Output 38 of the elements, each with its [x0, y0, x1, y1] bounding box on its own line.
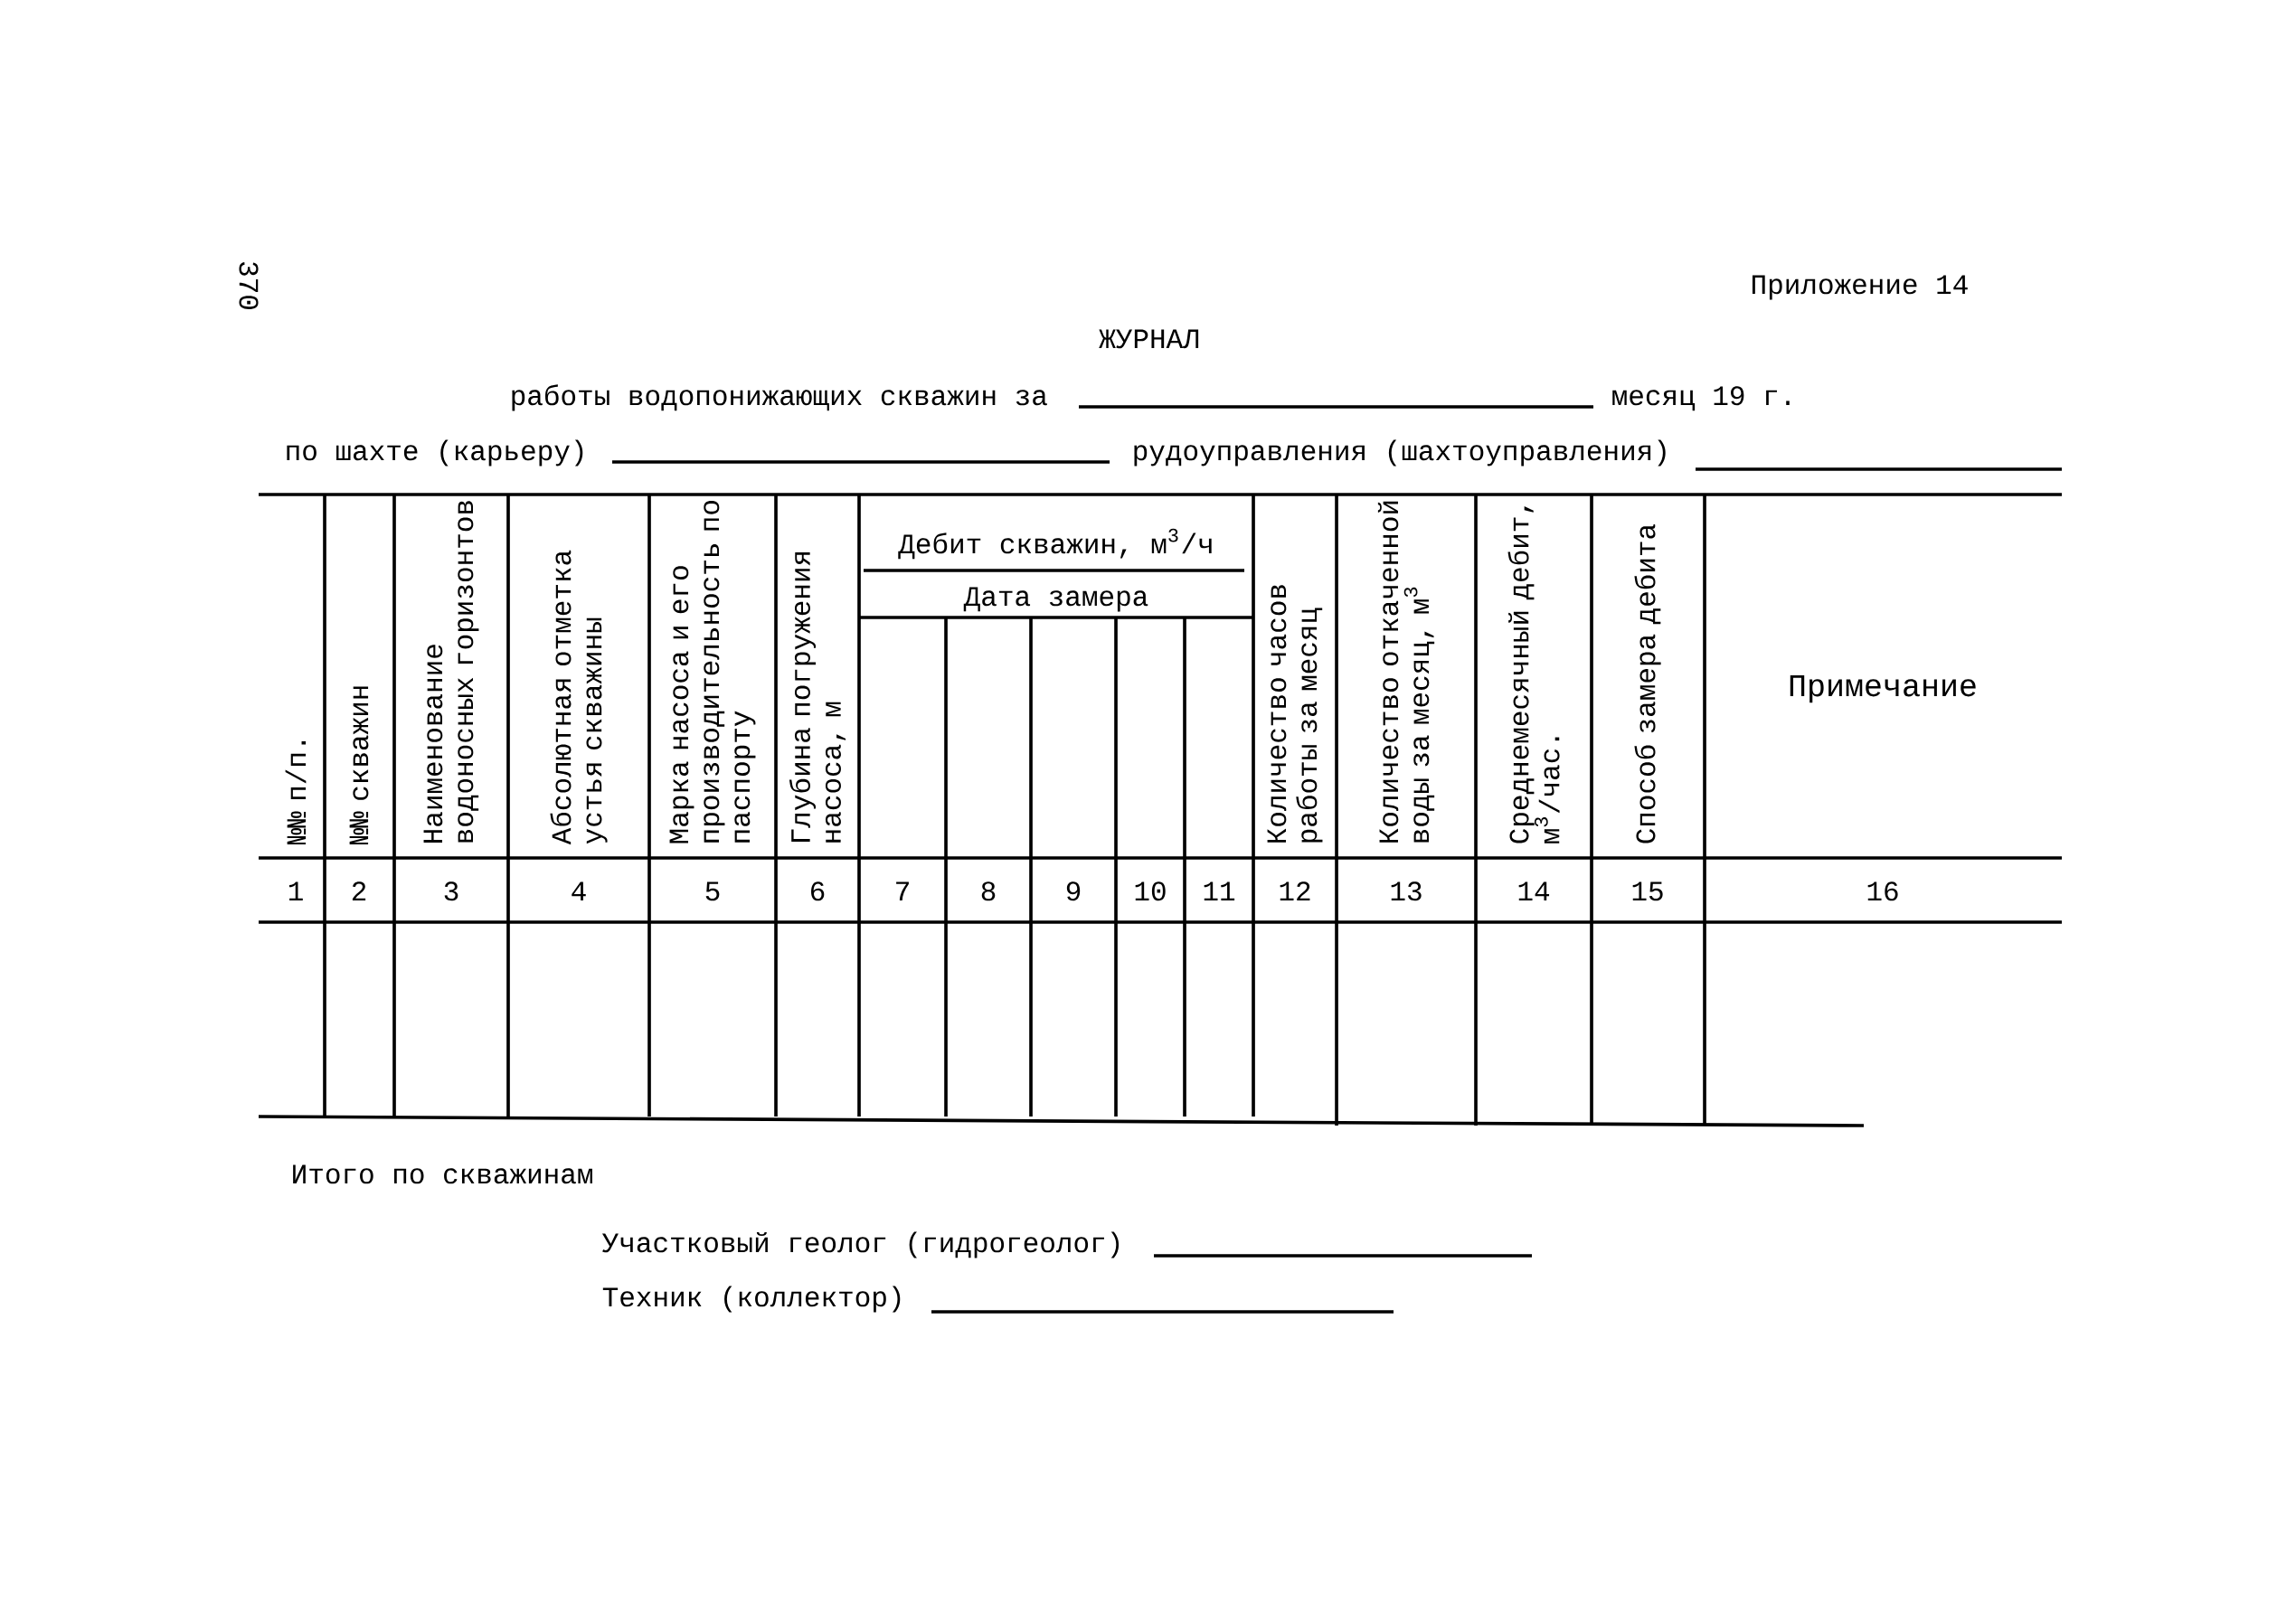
column-header: Примечание	[1790, 674, 1976, 703]
column-header: Дата замера	[963, 587, 1148, 612]
column-number: 2	[352, 881, 366, 900]
column-number: 5	[705, 881, 720, 901]
appendix-label: Приложение 14	[1753, 275, 1968, 300]
title: ЖУРНАЛ	[1099, 329, 1199, 349]
page-number: 370	[239, 262, 259, 309]
form-text: месяц 19 г.	[1612, 386, 1790, 411]
column-number: 3	[444, 881, 458, 901]
column-number: 9	[1066, 881, 1081, 901]
column-number: 1	[288, 881, 303, 900]
column-number: 14	[1518, 881, 1550, 900]
signature-label: Участковый геолог (гидрогеолог)	[602, 1231, 1120, 1258]
form-text: работы водопонижающих скважин за	[512, 384, 1047, 411]
form-text: рудоуправления (шахтоуправления)	[1134, 439, 1666, 466]
column-header: Дебит скважин, м$^{3}$/ч	[898, 528, 1212, 560]
signature-label: Техник (коллектор)	[602, 1286, 901, 1313]
column-header: Способ замера дебита	[1634, 523, 1661, 843]
column-number: 7	[896, 881, 909, 900]
column-number: 10	[1135, 881, 1166, 901]
column-number: 16	[1867, 881, 1898, 901]
column-number: 11	[1204, 881, 1235, 900]
column-number: 12	[1280, 881, 1310, 900]
column-number: 6	[811, 881, 825, 901]
column-header: Наименование водоносных горизонтов	[423, 501, 479, 843]
column-header: Марка насоса и его производительность по паспорту	[669, 501, 756, 843]
column-header: Глубина погружения насоса, м	[789, 552, 846, 843]
column-header: Количество часов работы за месяц	[1267, 585, 1323, 843]
column-header: Количество откаченной воды за месяц, м$^{3}$	[1377, 501, 1435, 843]
column-number: 4	[572, 881, 586, 900]
total-label: Итого по скважинам	[293, 1164, 592, 1184]
column-header: №№ скважин	[349, 686, 369, 845]
column-header: №№ п/п.	[285, 740, 307, 845]
column-number: 8	[981, 881, 996, 901]
form-text: по шахте (карьеру)	[287, 439, 583, 466]
column-header: Абсолютная отметка устья скважины	[550, 550, 608, 845]
column-number: 13	[1391, 881, 1422, 901]
column-number: 15	[1632, 881, 1663, 901]
